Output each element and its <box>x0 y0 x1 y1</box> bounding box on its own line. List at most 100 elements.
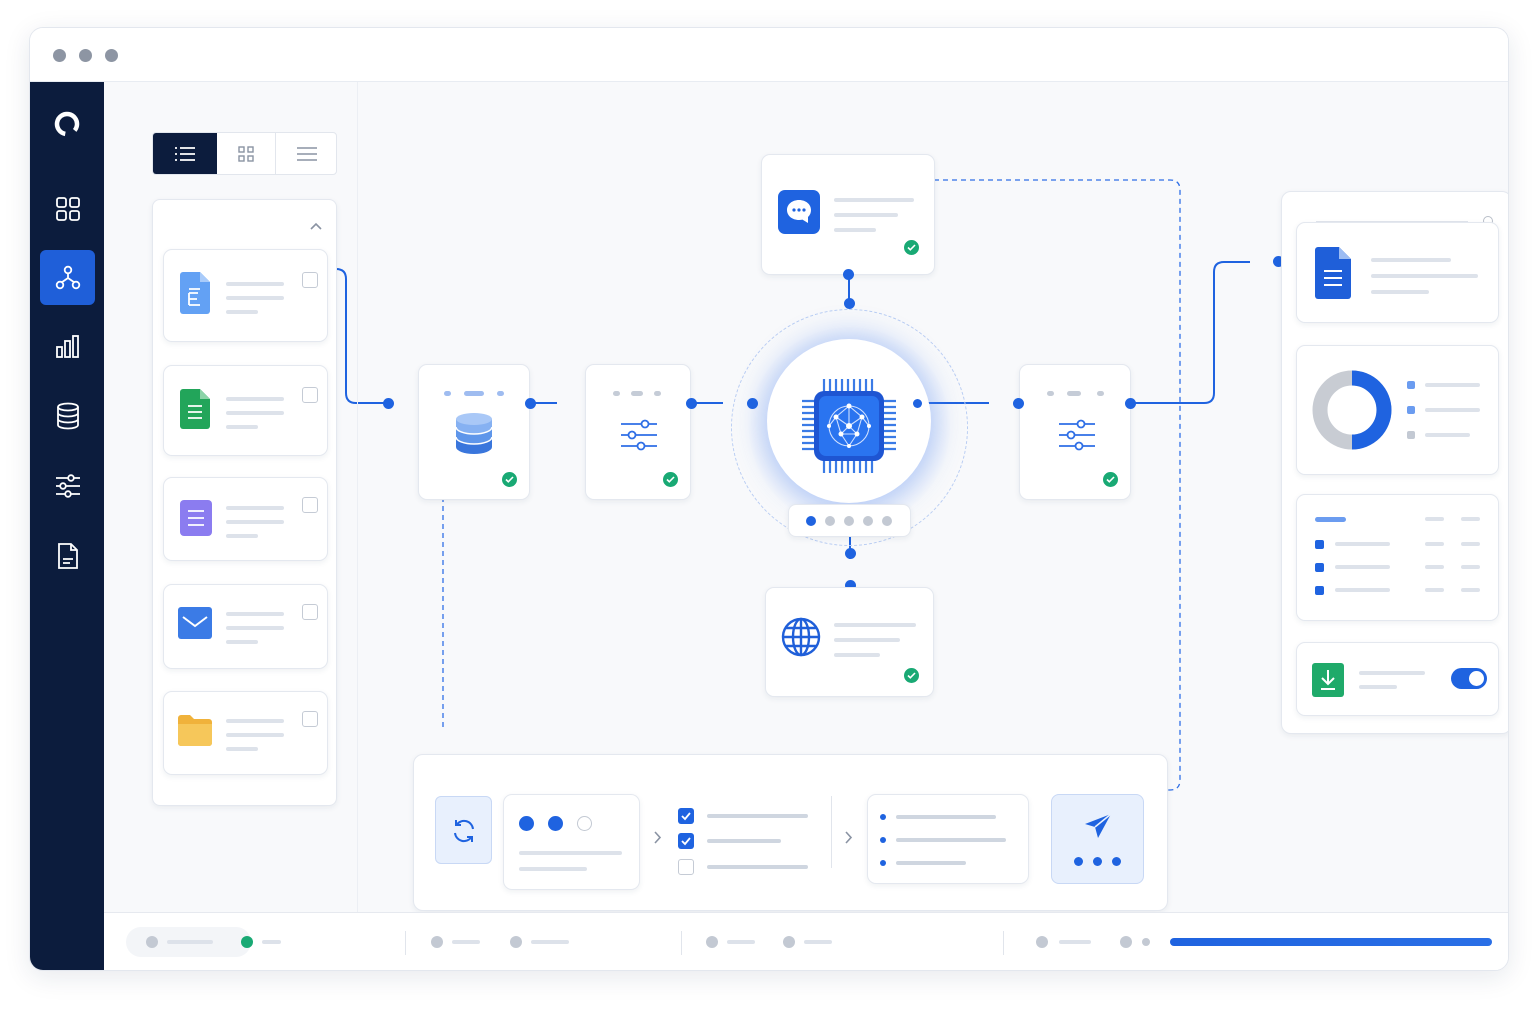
pager-dot[interactable] <box>825 516 835 526</box>
source-item-folder[interactable] <box>163 691 328 775</box>
pager-dot[interactable] <box>882 516 892 526</box>
sidebar-item-data[interactable] <box>40 388 95 443</box>
source-item-email[interactable] <box>163 584 328 669</box>
success-check-icon <box>904 668 919 683</box>
status-indicator <box>1120 936 1132 948</box>
form-file-icon <box>180 500 212 536</box>
panel-divider <box>357 82 358 912</box>
connector-port[interactable] <box>845 580 856 591</box>
grid-view-button[interactable] <box>217 133 276 174</box>
sidebar-item-workflows[interactable] <box>40 250 95 305</box>
sidebar-item-analytics[interactable] <box>40 319 95 374</box>
connector-port[interactable] <box>843 269 854 280</box>
send-icon <box>1084 813 1112 839</box>
source-item-doc[interactable] <box>163 249 328 342</box>
export-card[interactable] <box>1296 642 1499 716</box>
menu-view-icon <box>297 147 317 161</box>
output-panel <box>1281 191 1508 734</box>
web-node[interactable] <box>765 587 934 697</box>
checklist-checkbox[interactable] <box>678 808 694 824</box>
sheet-file-icon <box>180 389 210 429</box>
view-toggle <box>152 132 337 175</box>
connector-port[interactable] <box>747 398 758 409</box>
progress-step[interactable] <box>503 794 640 890</box>
export-toggle[interactable] <box>1451 668 1487 689</box>
folder-icon <box>178 714 212 746</box>
filter-node-left[interactable] <box>585 364 691 500</box>
connector-port[interactable] <box>383 398 394 409</box>
chevron-right-icon <box>845 831 853 844</box>
bullet-list-step[interactable] <box>867 794 1029 884</box>
connector-port[interactable] <box>913 399 922 408</box>
email-icon <box>178 607 212 639</box>
success-check-icon <box>1103 472 1118 487</box>
window-maximize-button[interactable] <box>105 49 118 62</box>
connector-port[interactable] <box>686 398 697 409</box>
success-check-icon <box>663 472 678 487</box>
chat-node[interactable] <box>761 154 935 275</box>
document-output-card[interactable] <box>1296 222 1499 323</box>
pager-dot[interactable] <box>806 516 816 526</box>
database-node[interactable] <box>418 364 530 500</box>
menu-view-button[interactable] <box>276 133 336 174</box>
sliders-icon <box>619 418 659 452</box>
filter-node-right[interactable] <box>1019 364 1131 500</box>
connector-port[interactable] <box>1013 398 1024 409</box>
source-checkbox[interactable] <box>302 272 318 288</box>
grid-view-icon <box>238 146 254 162</box>
sliders-icon <box>54 473 82 499</box>
checklist-checkbox[interactable] <box>678 833 694 849</box>
source-checkbox[interactable] <box>302 604 318 620</box>
list-view-icon <box>175 147 195 161</box>
send-button[interactable] <box>1051 794 1144 884</box>
sync-icon <box>451 818 477 844</box>
chat-icon <box>778 190 820 234</box>
table-output-card[interactable] <box>1296 494 1499 621</box>
document-icon <box>56 542 80 570</box>
network-icon <box>54 264 82 292</box>
processor-halo <box>731 309 968 546</box>
donut-chart-card[interactable] <box>1296 345 1499 475</box>
connector-port[interactable] <box>845 548 856 559</box>
ai-chip-icon <box>794 371 904 481</box>
success-check-icon <box>904 240 919 255</box>
source-checkbox[interactable] <box>302 387 318 403</box>
collapse-chevron-icon[interactable] <box>310 222 322 230</box>
status-indicator <box>146 936 158 948</box>
source-checkbox[interactable] <box>302 497 318 513</box>
sidebar-item-documents[interactable] <box>40 528 95 583</box>
grid-icon <box>55 196 81 222</box>
pager-dot[interactable] <box>844 516 854 526</box>
connector-port[interactable] <box>1273 256 1284 267</box>
connector-port[interactable] <box>844 298 855 309</box>
pager-dot[interactable] <box>863 516 873 526</box>
ai-processor-node[interactable] <box>767 339 931 503</box>
window-minimize-button[interactable] <box>79 49 92 62</box>
connector-port[interactable] <box>1125 398 1136 409</box>
status-indicator <box>783 936 795 948</box>
source-checkbox[interactable] <box>302 711 318 727</box>
checklist-checkbox[interactable] <box>678 859 694 875</box>
download-icon <box>1312 663 1344 697</box>
window-close-button[interactable] <box>53 49 66 62</box>
sync-button[interactable] <box>435 796 492 864</box>
progress-track <box>1170 938 1492 946</box>
title-bar <box>30 28 1508 82</box>
doc-file-icon <box>1315 247 1351 299</box>
database-icon <box>55 402 81 430</box>
success-check-icon <box>502 472 517 487</box>
status-bar <box>104 912 1508 970</box>
ring-logo-icon[interactable] <box>53 110 81 138</box>
status-indicator <box>1036 936 1048 948</box>
bar-chart-icon <box>55 334 81 360</box>
processor-pager <box>788 504 911 537</box>
list-view-button[interactable] <box>153 133 217 174</box>
source-item-form[interactable] <box>163 477 328 561</box>
app-window <box>29 27 1509 971</box>
source-item-sheet[interactable] <box>163 365 328 456</box>
sidebar-item-settings[interactable] <box>40 458 95 513</box>
database-icon <box>455 413 493 456</box>
connector-port[interactable] <box>525 398 536 409</box>
workflow-canvas <box>104 82 1508 970</box>
sidebar-item-dashboard[interactable] <box>40 181 95 236</box>
